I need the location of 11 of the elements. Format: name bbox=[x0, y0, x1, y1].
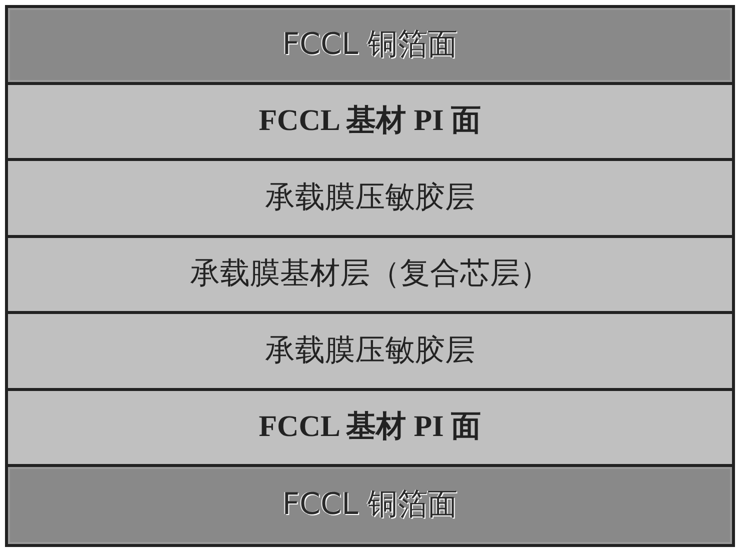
layer-label: FCCL 铜箔面 bbox=[282, 28, 458, 62]
layer-label: FCCL 基材 PI 面 bbox=[258, 410, 482, 445]
layer-label: 承载膜基材层（复合芯层） bbox=[190, 257, 550, 292]
layer-label: FCCL 基材 PI 面 bbox=[258, 104, 482, 139]
layer-label: 承载膜压敏胶层 bbox=[265, 180, 475, 216]
layer-band bbox=[8, 467, 732, 544]
layer-band bbox=[8, 238, 732, 314]
layer-label: 承载膜压敏胶层 bbox=[265, 334, 475, 368]
layer-band bbox=[8, 8, 732, 85]
layer-label: FCCL 铜箔面 bbox=[282, 488, 458, 523]
layer-band bbox=[8, 84, 732, 162]
